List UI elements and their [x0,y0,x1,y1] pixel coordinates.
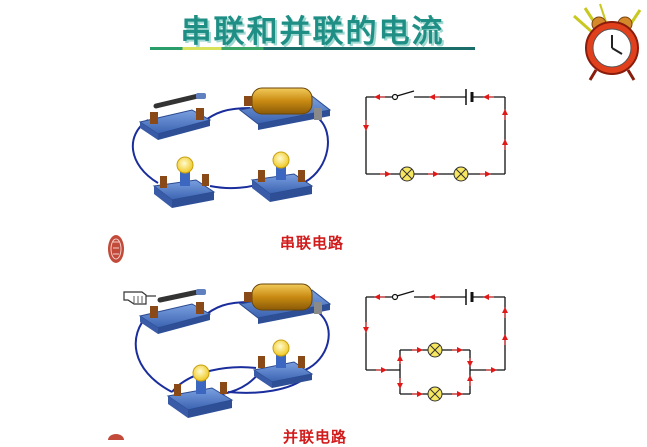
parallel-realistic-circuit [134,283,332,418]
switch [138,93,212,140]
series-circuit-caption: 串联电路 [280,234,345,252]
parallel-schematic [363,289,508,402]
seal-icon [108,235,124,263]
pointing-hand-icon [123,291,156,305]
battery [238,283,332,324]
title-underline [150,47,475,50]
schematic-lamp [427,342,443,358]
page-title: 串联和并联的电流 [180,14,445,50]
series-schematic [363,89,508,182]
lamp-holder-1 [166,364,234,418]
lamp-holder-2 [250,151,314,202]
seal-icon-partial [108,434,124,440]
switch [138,289,212,334]
schematic-lamp [399,166,415,182]
series-realistic-circuit [131,87,332,208]
alarm-clock-icon [573,3,642,81]
schematic-lamp [453,166,469,182]
battery [238,87,332,130]
lamp-holder-1 [152,156,216,208]
schematic-lamp [427,386,443,402]
lamp-holder-2 [252,339,314,388]
